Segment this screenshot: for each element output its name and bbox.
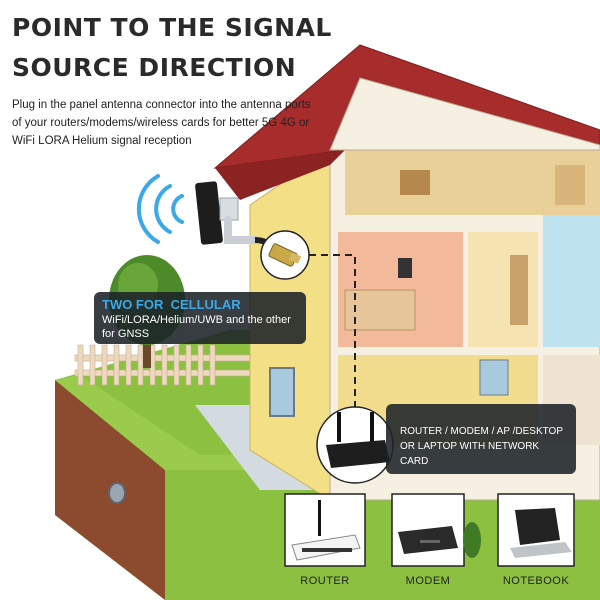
- tv: [398, 258, 412, 278]
- title-line-1: POINT TO THE SIGNAL: [12, 13, 332, 42]
- wifi-signal-icon: [136, 174, 184, 244]
- gable: [329, 77, 600, 151]
- notebook-icon: [515, 508, 560, 545]
- router-callout-text: ROUTER / MODEM / AP /DESKTOP OR LAPTOP W…: [400, 426, 563, 467]
- notebook-product: [497, 493, 575, 567]
- dashed-leader: [309, 254, 356, 420]
- modem-product: [391, 493, 465, 567]
- router-detail: [316, 406, 394, 484]
- notebook-label: NOTEBOOK: [502, 575, 570, 587]
- router-label: ROUTER: [300, 575, 350, 587]
- cellular-callout: TWO FOR CELLULAR WiFi/LORA/Helium/UWB an…: [94, 292, 306, 344]
- router-icon: [318, 500, 321, 536]
- shelf-attic: [400, 170, 430, 195]
- fence: [74, 344, 256, 386]
- router-callout: ROUTER / MODEM / AP /DESKTOP OR LAPTOP W…: [386, 404, 576, 474]
- bathroom: [543, 215, 600, 347]
- side-window: [269, 367, 295, 417]
- door-upper: [510, 255, 528, 325]
- modem-label: MODEM: [405, 575, 451, 587]
- page-title: POINT TO THE SIGNAL SOURCE DIRECTION: [12, 8, 332, 88]
- connector-detail: [260, 230, 310, 280]
- window-living: [479, 359, 509, 396]
- bed: [344, 289, 416, 331]
- pipe-opening: [108, 482, 126, 504]
- description-text: Plug in the panel antenna connector into…: [12, 99, 311, 147]
- small-tree: [463, 522, 481, 558]
- router-product: [284, 493, 366, 567]
- cellular-callout-heading: TWO FOR CELLULAR: [102, 297, 241, 312]
- cellular-callout-body: WiFi/LORA/Helium/UWB and the other for G…: [102, 314, 291, 340]
- title-line-2: SOURCE DIRECTION: [12, 53, 297, 82]
- roof-side: [215, 150, 345, 200]
